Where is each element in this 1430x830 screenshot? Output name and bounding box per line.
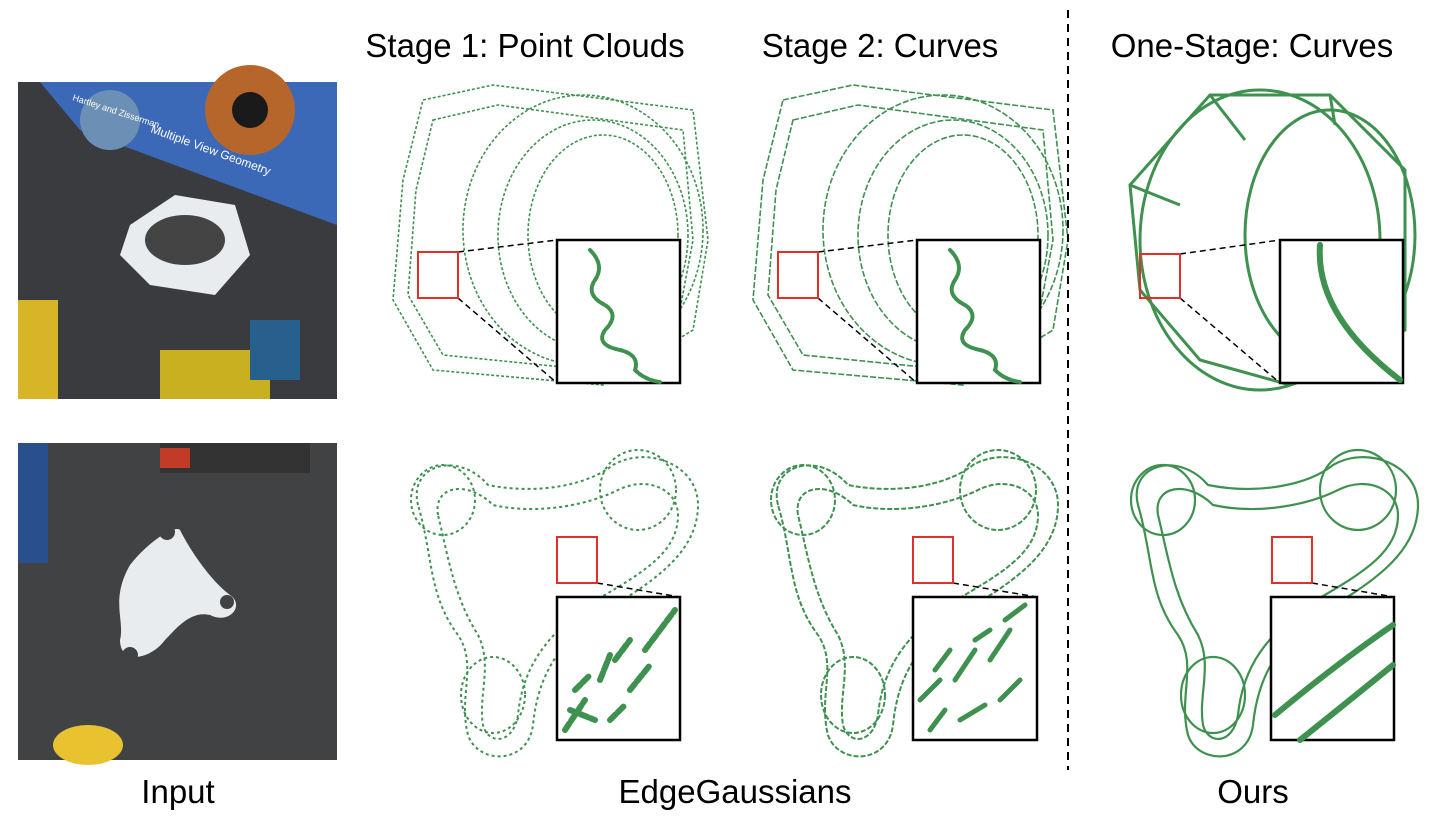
inset-stage1-nut [555, 238, 682, 385]
input-photo-nut: Hartley and Zisserman Multiple View Geom… [18, 65, 337, 399]
inset-stage2-tripod [911, 595, 1039, 742]
footer-ours: Ours [1217, 773, 1289, 810]
inset-ours-nut [1278, 238, 1405, 385]
footer-input: Input [141, 773, 215, 810]
zoom-callouts [417, 238, 1405, 743]
footer-edgegaussians: EdgeGaussians [618, 773, 852, 810]
header-stage2: Stage 2: Curves [761, 27, 999, 64]
input-photo-tripod [18, 443, 337, 765]
inset-stage2-nut [915, 238, 1042, 385]
header-stage1: Stage 1: Point Clouds [365, 27, 685, 64]
header-one-stage: One-Stage: Curves [1110, 27, 1394, 64]
